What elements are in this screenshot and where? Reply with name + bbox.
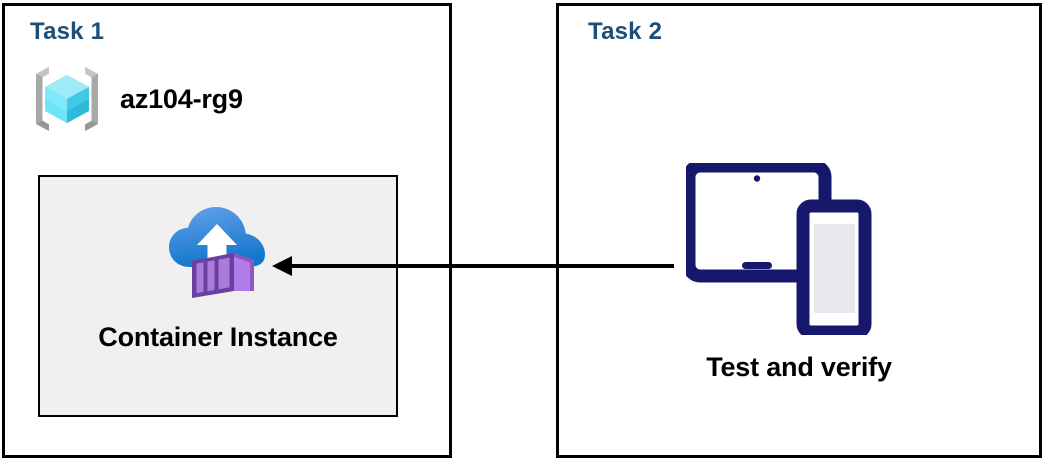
panel-title-task-1: Task 1: [30, 18, 105, 45]
test-and-verify-label: Test and verify: [706, 352, 892, 382]
devices-tablet-phone-icon: [686, 163, 872, 335]
container-instance-label: Container Instance: [98, 322, 338, 352]
resource-group-row: az104-rg9: [28, 63, 243, 135]
container-instance-icon: [169, 207, 265, 298]
panel-title-task-2: Task 2: [588, 18, 663, 45]
azure-resource-group-icon: [36, 67, 98, 131]
arrow-task2-to-task1: [272, 256, 674, 276]
resource-group-label: az104-rg9: [120, 83, 243, 114]
container-instance-box: Container Instance: [38, 175, 398, 417]
